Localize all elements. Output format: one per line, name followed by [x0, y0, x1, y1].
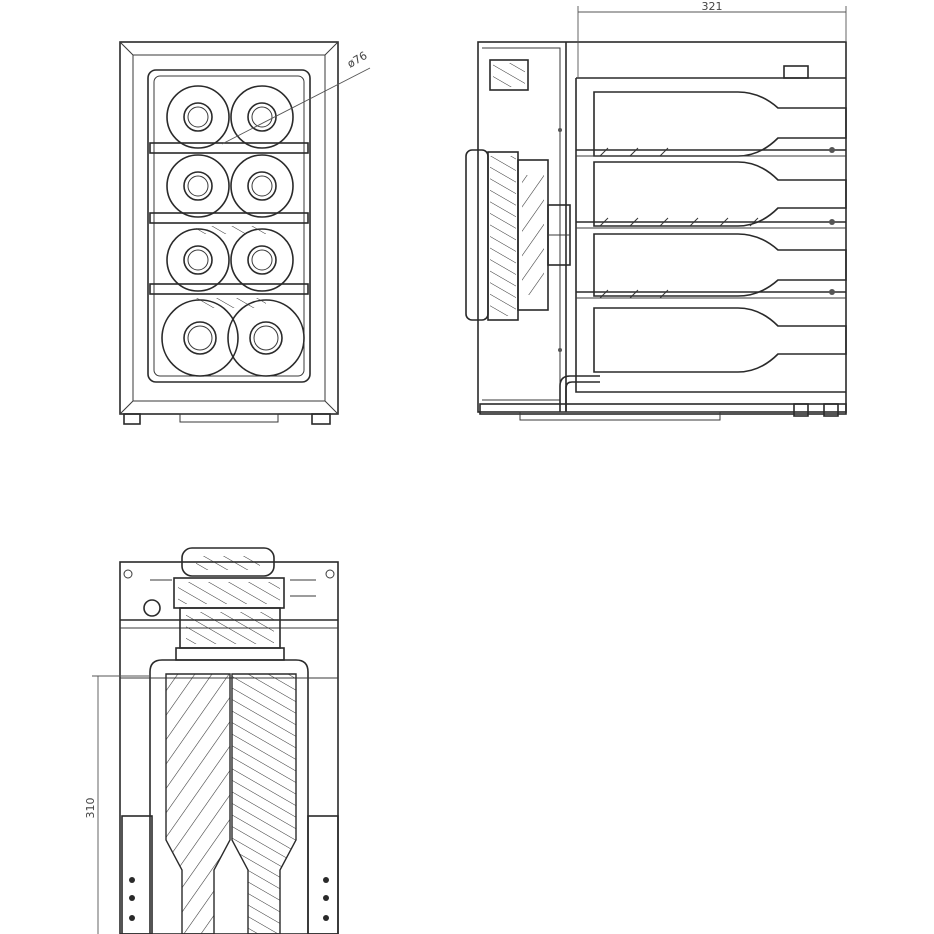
height-label: 310 — [84, 798, 97, 819]
front-shelves — [149, 142, 309, 295]
front-foot — [123, 413, 141, 425]
diameter-leader — [221, 67, 371, 145]
diameter-label: ø76 — [345, 49, 369, 71]
shelf — [149, 212, 309, 224]
side-bottles — [593, 91, 847, 373]
top-view: 310 — [84, 547, 339, 934]
top-liner — [149, 659, 309, 934]
control-box — [489, 59, 529, 91]
top-hinge — [783, 65, 809, 79]
fan-assembly — [465, 59, 571, 321]
depth-label: 321 — [702, 0, 723, 13]
shelf — [149, 283, 309, 295]
shelf — [149, 142, 309, 154]
front-foot — [311, 413, 331, 425]
front-bottle-ends — [161, 85, 305, 377]
glass-window — [147, 69, 311, 383]
inner-liner — [575, 77, 846, 393]
rear-mechanism — [123, 547, 335, 661]
side-view: 321 — [465, 0, 847, 421]
drain-pipe — [559, 375, 600, 412]
top-bottles — [165, 673, 297, 934]
door-frame — [132, 54, 326, 402]
side-shelves — [576, 149, 846, 299]
front-view: ø76 — [119, 41, 371, 425]
